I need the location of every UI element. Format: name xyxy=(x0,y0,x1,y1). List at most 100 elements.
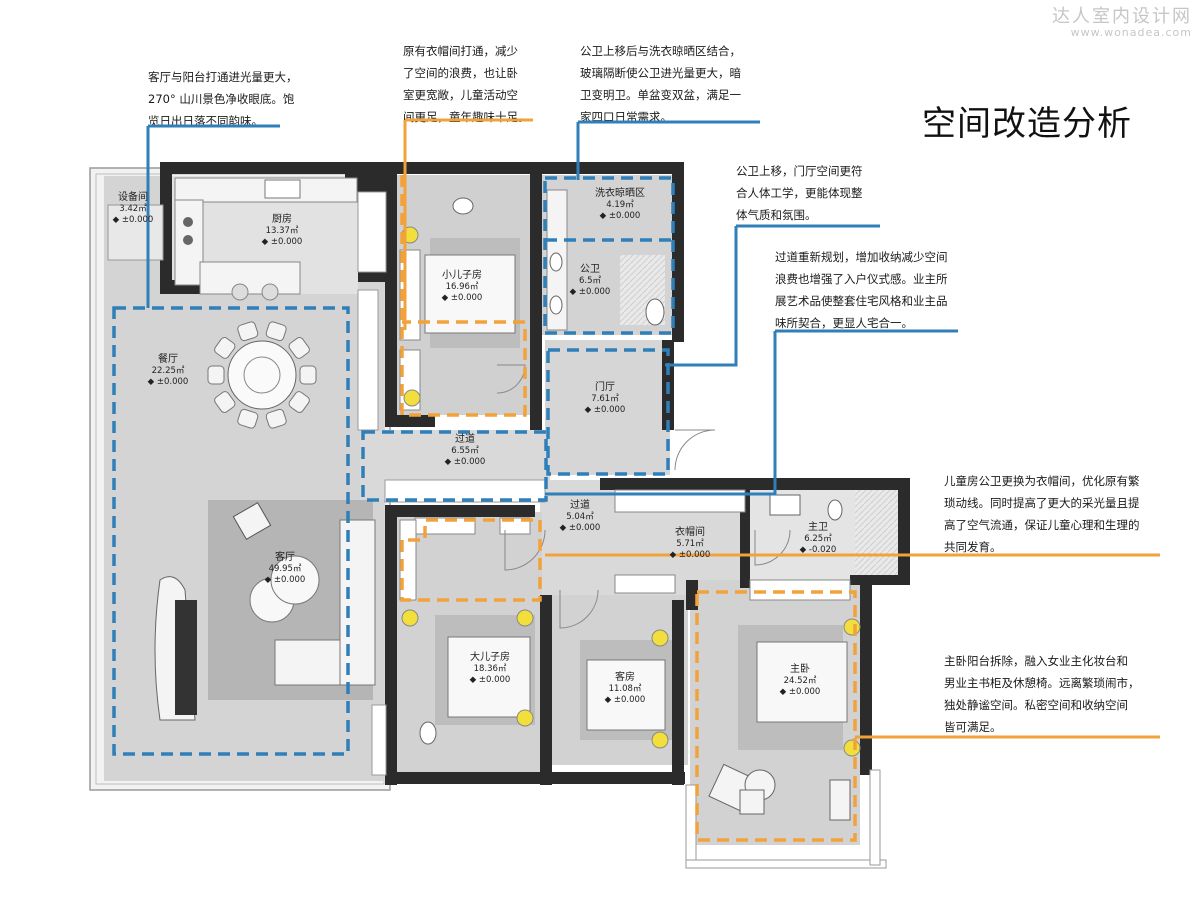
room-level-big-kid: ◆ ±0.000 xyxy=(470,675,511,685)
wardrobe xyxy=(749,579,851,601)
lamp-icon xyxy=(651,629,669,647)
bath-fixtures xyxy=(419,189,843,745)
wall xyxy=(740,488,750,588)
room-name-corridor: 过道 xyxy=(455,432,475,445)
armchair xyxy=(232,502,272,540)
dressing-stool xyxy=(829,779,851,821)
wall xyxy=(672,162,684,342)
window xyxy=(371,704,387,776)
room-name-dining: 餐厅 xyxy=(158,352,178,365)
wall xyxy=(860,575,872,775)
door-swing xyxy=(559,589,599,629)
stool-icon xyxy=(261,283,279,301)
room-area-passage: 5.04㎡ xyxy=(566,512,594,522)
wardrobe xyxy=(614,574,676,594)
room-name-big-kid: 大儿子房 xyxy=(470,650,510,663)
dining-chair xyxy=(288,337,310,359)
wall xyxy=(530,162,680,174)
wall xyxy=(358,270,388,282)
room-area-guest: 11.08㎡ xyxy=(609,684,642,694)
room-level-guest: ◆ ±0.000 xyxy=(605,695,646,705)
wall xyxy=(672,600,684,785)
lamp-icon xyxy=(401,609,419,627)
note-kids-bath: 儿童房公卫更换为衣帽间，优化原有繁 琐动线。同时提高了更大的采光量且提 高了空气… xyxy=(944,474,1140,554)
room-name-small-kid: 小儿子房 xyxy=(442,268,482,281)
dining-chair xyxy=(237,408,259,429)
leader-line xyxy=(545,331,777,496)
dining-table xyxy=(207,321,317,429)
wall xyxy=(160,162,172,294)
wall xyxy=(385,505,535,517)
room-area-master: 24.52㎡ xyxy=(784,676,817,686)
basin-icon xyxy=(549,295,563,315)
dining-chair xyxy=(299,365,317,385)
window xyxy=(384,479,546,503)
zone-big-kid-closet xyxy=(400,518,542,602)
room-name-master: 主卧 xyxy=(790,662,810,675)
wall xyxy=(385,162,397,427)
wall xyxy=(540,595,552,785)
master-bath-floor xyxy=(750,490,860,580)
bed-small-kid xyxy=(424,254,516,334)
leader-lines xyxy=(146,118,1160,739)
walls xyxy=(160,162,910,785)
lamp-icon xyxy=(516,709,534,727)
master-bath-hatch xyxy=(855,490,905,580)
leader-line xyxy=(665,226,738,367)
room-name-kitchen: 厨房 xyxy=(272,212,292,225)
wall xyxy=(600,478,910,490)
bed-master xyxy=(756,641,848,723)
room-name-guest: 客房 xyxy=(615,670,635,683)
dining-table-top xyxy=(227,340,297,410)
sink-icon xyxy=(264,179,301,199)
kitchen xyxy=(107,177,358,301)
window xyxy=(357,191,387,273)
toilet-icon xyxy=(827,499,843,521)
bed-guest xyxy=(586,659,666,731)
note-master: 主卧阳台拆除，融入女业主化妆台和 男业主书柜及休憩椅。远离繁琐闹市， 独处静谧空… xyxy=(944,654,1140,734)
orange-zones xyxy=(400,175,857,842)
wall xyxy=(540,772,685,784)
kitchen-island xyxy=(199,261,301,295)
room-level-kitchen: ◆ ±0.000 xyxy=(262,237,303,247)
room-level-corridor: ◆ ±0.000 xyxy=(445,457,486,467)
room-level-living: ◆ ±0.000 xyxy=(265,575,306,585)
room-name-foyer: 门厅 xyxy=(595,380,615,393)
bedroom-furniture xyxy=(424,254,851,821)
door-swing xyxy=(504,529,546,571)
dining-chair xyxy=(214,391,236,413)
window xyxy=(869,769,881,866)
room-area-public-bath: 6.5㎡ xyxy=(579,276,602,286)
room-level-dining: ◆ ±0.000 xyxy=(148,377,189,387)
room-name-equipment: 设备间 xyxy=(118,190,148,203)
windows xyxy=(357,191,887,869)
room-level-laundry: ◆ ±0.000 xyxy=(600,211,641,221)
foyer-floor xyxy=(545,340,670,475)
bed-big-kid xyxy=(447,636,531,718)
door-swing xyxy=(496,364,526,394)
zone-master xyxy=(695,590,857,842)
wall xyxy=(385,772,550,784)
wall xyxy=(530,162,542,337)
room-area-kitchen: 13.37㎡ xyxy=(266,226,299,236)
room-area-small-kid: 16.96㎡ xyxy=(446,282,479,292)
lamp-icon xyxy=(403,389,421,407)
room-area-living: 49.95㎡ xyxy=(269,564,302,574)
room-area-master-bath: 6.25㎡ xyxy=(804,534,832,544)
wall xyxy=(530,330,542,430)
dining-chair xyxy=(265,408,287,429)
blue-zones xyxy=(112,176,675,756)
watermark-text: 达人室内设计网 xyxy=(1052,6,1192,27)
room-area-corridor: 6.55㎡ xyxy=(451,446,479,456)
dining-chair xyxy=(265,321,287,342)
note-foyer: 公卫上移，门厅空间更符 合人体工学，更能体现整 体气质和氛围。 xyxy=(736,164,863,222)
room-level-cloak: ◆ ±0.000 xyxy=(670,550,711,560)
stool-icon xyxy=(231,283,249,301)
room-level-passage: ◆ ±0.000 xyxy=(560,523,601,533)
room-level-master-bath: ◆ -0.020 xyxy=(800,545,837,555)
zone-public-bath xyxy=(543,176,675,335)
lamp-icon xyxy=(651,731,669,749)
